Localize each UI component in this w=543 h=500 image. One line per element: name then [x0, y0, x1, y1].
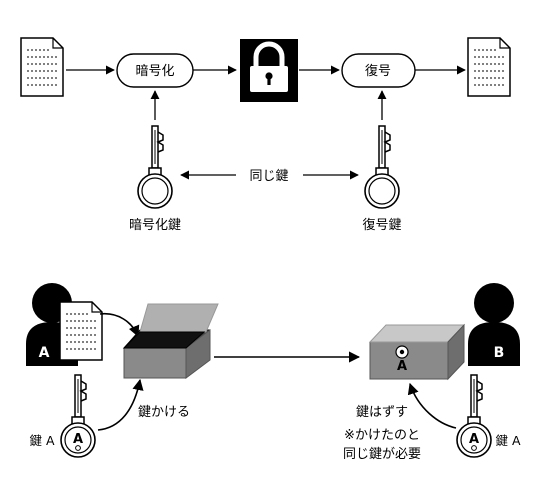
- plaintext-document-icon: [20, 37, 64, 97]
- person-a-label: A: [39, 345, 50, 361]
- encrypt-key-label: 暗号化鍵: [129, 217, 181, 233]
- encrypt-label: 暗号化: [135, 64, 174, 79]
- message-document-icon: [59, 301, 103, 361]
- encrypt-key-icon: [137, 125, 173, 209]
- key-a-left-label: 鍵 A: [29, 433, 54, 448]
- key-a-left-letter: A: [73, 432, 83, 447]
- key-a-right-letter: A: [469, 432, 479, 447]
- key-a-right-label: 鍵 A: [495, 433, 520, 448]
- decrypt-key-icon: [364, 125, 400, 209]
- open-box-icon: [122, 303, 219, 379]
- person-b-icon: [468, 283, 520, 366]
- arrow-key-to-locked-box: [407, 382, 457, 429]
- decrypted-document-icon: [467, 37, 511, 97]
- padlock-icon: [240, 39, 298, 102]
- locked-box-icon: [368, 323, 466, 381]
- arrow-key-to-box: [97, 378, 144, 431]
- arrow-doc-to-box: [99, 312, 140, 338]
- same-key-label: 同じ鍵: [249, 168, 288, 184]
- unlock-label: 鍵はずす: [356, 404, 408, 420]
- unlock-note-line2: 同じ鍵が必要: [343, 446, 421, 462]
- person-b-label: B: [494, 345, 505, 361]
- lock-label: 鍵かける: [138, 404, 190, 420]
- box-key-letter: A: [397, 359, 407, 374]
- decrypt-label: 復号: [365, 63, 391, 79]
- decrypt-key-label: 復号鍵: [362, 217, 401, 233]
- unlock-note-line1: ※かけたのと: [344, 428, 420, 443]
